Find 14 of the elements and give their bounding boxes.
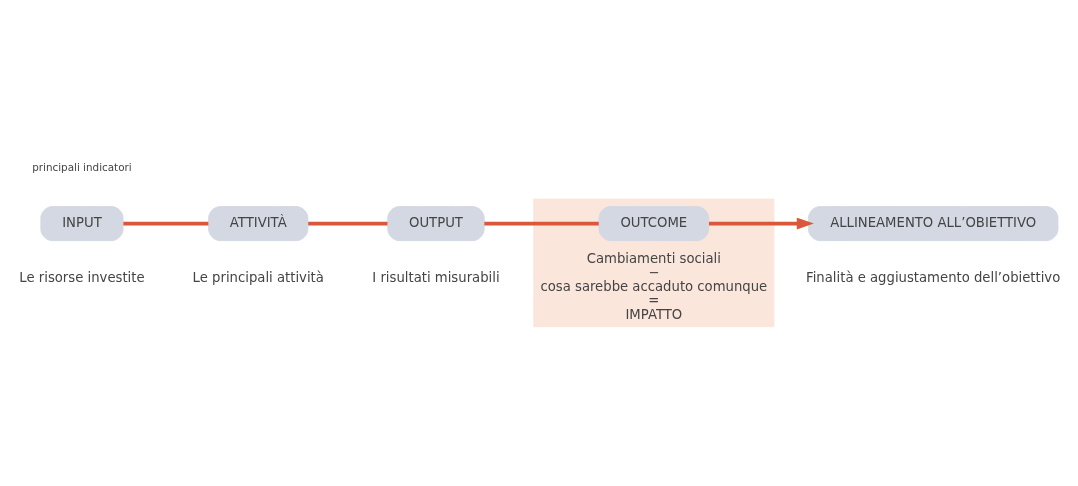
connector: [484, 221, 599, 226]
node-box: ATTIVITÀ: [208, 206, 309, 242]
node-box: INPUT: [40, 206, 124, 242]
arrow: [708, 217, 814, 230]
node-label: Finalità e aggiustamento dell’obiettivo: [806, 269, 1061, 285]
node-box: ALLINEAMENTO ALL’OBIETTIVO: [807, 206, 1059, 242]
label: principali indicatori: [32, 161, 132, 174]
connector: [123, 221, 209, 226]
connector: [308, 221, 388, 226]
node-box: OUTCOME: [598, 206, 710, 242]
node-label: I risultati misurabili: [372, 269, 500, 285]
node-label: Le risorse investite: [19, 269, 145, 285]
node-box: OUTPUT: [387, 206, 485, 242]
node-label: Le principali attività: [192, 269, 324, 285]
